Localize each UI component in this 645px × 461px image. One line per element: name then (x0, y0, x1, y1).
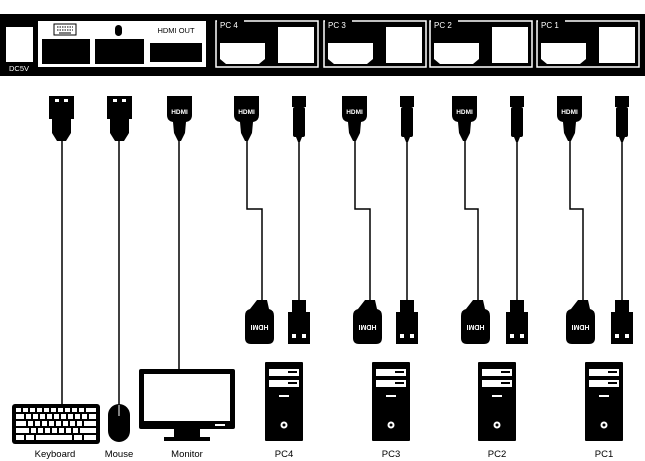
pc1-port-label: PC 1 (541, 21, 559, 30)
pc3-label-bg (325, 19, 352, 30)
mouse-label: Mouse (105, 449, 134, 460)
pc1-hdmi-bottom-plug (566, 300, 595, 344)
pc4-hdmi-bottom-plug (245, 300, 274, 344)
pc4-tower-icon (265, 362, 303, 441)
pc2-label-bg (431, 19, 458, 30)
pc2-port-frame (429, 20, 533, 68)
monitor-device-icon (139, 369, 235, 441)
pc1-usb-top-plug (615, 96, 629, 142)
pc3-usb-bottom-plug (396, 300, 418, 344)
keyboard-label: Keyboard (35, 449, 76, 460)
hdmi-out-port (150, 43, 202, 62)
hdmi-plug-glyph: HDMI (171, 109, 188, 116)
pc3-hdmi-top-glyph: HDMI (346, 109, 363, 116)
pc1-label-bg (538, 19, 565, 30)
pc4-usb-top-plug (292, 96, 306, 142)
dc-port (6, 27, 33, 62)
pc1-hdmi-wire (569, 140, 584, 300)
pc1-tower-icon (585, 362, 623, 441)
kvm-back-panel: DC5V HDMI OUT PC 4 (0, 14, 645, 76)
pc4-hdmi-top-plug (234, 96, 259, 141)
hdmi-out-label: HDMI OUT (157, 26, 194, 35)
keyboard-usb-port (42, 39, 90, 64)
pc3-hdmi-bottom-plug (353, 300, 382, 344)
pc2-usb-port (492, 27, 528, 63)
pc2-port-label: PC 2 (434, 21, 452, 30)
pc4-usb-bottom-plug (288, 300, 310, 344)
pc4-hdmi-top-glyph: HDMI (238, 109, 255, 116)
mouse-usb-cable (107, 96, 132, 404)
pc3-port-label: PC 3 (328, 21, 346, 30)
pc3-usb-top-plug (400, 96, 414, 142)
pc1-hdmi-top-plug (557, 96, 582, 141)
pc2-tower-icon (478, 362, 516, 441)
pc4-hdmi-bottom-glyph: HDMI (251, 323, 269, 330)
pc2-hdmi-wire (464, 140, 479, 300)
pc2-hdmi-bottom-glyph: HDMI (467, 323, 485, 330)
pc1-port-group: PC 1 (536, 19, 640, 68)
pc4-port-group: PC 4 (215, 19, 319, 68)
pc3-usb-port (386, 27, 422, 63)
pc4-port-label: PC 4 (220, 21, 238, 30)
pc1-hdmi-bottom-glyph: HDMI (572, 323, 590, 330)
pc2-hdmi-top-plug (452, 96, 477, 141)
pc2-hdmi-bottom-plug (461, 300, 490, 344)
pc2-usb-bottom-plug (506, 300, 528, 344)
pc1-cable-set: HDMI HDMI (557, 96, 633, 344)
console-port-block: HDMI OUT (38, 21, 206, 67)
pc3-hdmi-wire (354, 140, 371, 300)
pc1-usb-port (599, 27, 635, 63)
keyboard-usb-cable (49, 96, 74, 405)
pc4-hdmi-port (220, 43, 265, 64)
pc4-port-frame (215, 20, 319, 68)
keyboard-device-icon (12, 404, 100, 444)
pc3-tower-icon (372, 362, 410, 441)
pc2-hdmi-top-glyph: HDMI (456, 109, 473, 116)
pc4-label-bg (217, 19, 244, 30)
pc1-hdmi-top-glyph: HDMI (561, 109, 578, 116)
pc3-port-group: PC 3 (323, 19, 427, 68)
pc3-hdmi-port (328, 43, 373, 64)
pc3-hdmi-top-plug (342, 96, 367, 141)
pc1-port-frame (536, 20, 640, 68)
monitor-label: Monitor (171, 449, 203, 460)
pc1-hdmi-port (541, 43, 586, 64)
keyboard-icon (53, 23, 77, 36)
pc3-port-frame (323, 20, 427, 68)
pc2-port-group: PC 2 (429, 19, 533, 68)
dc-port-label: DC5V (9, 64, 29, 73)
pc3-cable-set: HDMI HDMI (342, 96, 418, 344)
mouse-usb-port (95, 39, 144, 64)
pc4-usb-port (278, 27, 314, 63)
pc3-hdmi-bottom-glyph: HDMI (359, 323, 377, 330)
mouse-device-icon (108, 404, 130, 442)
pc2-hdmi-port (434, 43, 479, 64)
pc1-label: PC1 (595, 449, 613, 460)
pc2-usb-top-plug (510, 96, 524, 142)
pc1-usb-bottom-plug (611, 300, 633, 344)
pc4-cable-set: HDMI HDMI (234, 96, 310, 344)
pc4-hdmi-wire (246, 140, 263, 300)
pc3-label: PC3 (382, 449, 400, 460)
mouse-icon (115, 25, 122, 36)
pc2-cable-set: HDMI HDMI (452, 96, 528, 344)
pc4-label: PC4 (275, 449, 293, 460)
monitor-hdmi-cable: HDMI (167, 96, 192, 369)
pc2-label: PC2 (488, 449, 506, 460)
